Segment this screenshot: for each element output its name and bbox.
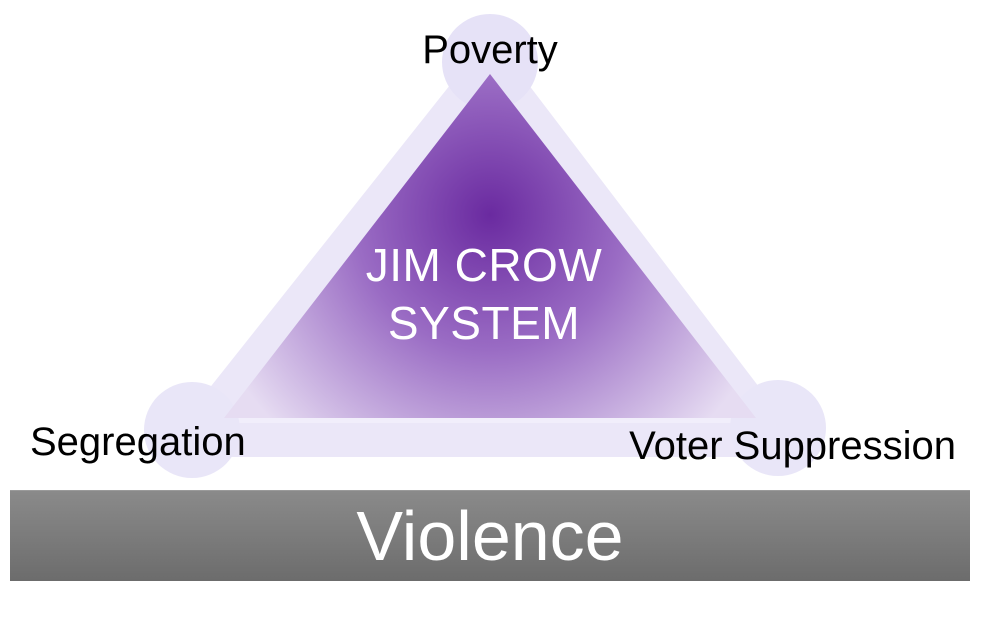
center-label-line-1: JIM CROW [365, 239, 603, 291]
main-triangle [224, 74, 756, 418]
vertex-label-voter-suppression: Voter Suppression [629, 424, 956, 468]
halo-circle-top [442, 14, 538, 110]
foundation-label: Violence [356, 497, 624, 575]
halo-circle-bottom-right [730, 380, 826, 476]
triangle-center-label: JIM CROW SYSTEM [334, 236, 634, 352]
foundation-bar: Violence [10, 490, 970, 581]
vertex-label-segregation: Segregation [30, 420, 246, 464]
center-label-line-2: SYSTEM [387, 297, 581, 349]
vertex-label-poverty: Poverty [422, 28, 558, 72]
halo-circle-bottom-left [144, 382, 240, 478]
